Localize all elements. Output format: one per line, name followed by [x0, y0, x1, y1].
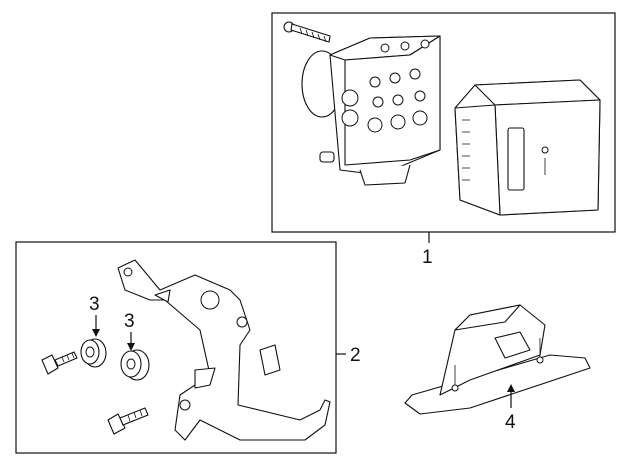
bracket-assembly-frame: [15, 241, 337, 454]
callout-1-label: 1: [422, 247, 433, 268]
callout-4-arrow: [507, 384, 515, 392]
callout-2-label: 2: [350, 345, 361, 366]
callout-3a-arrow: [92, 329, 100, 337]
callout-4-label: 4: [505, 412, 516, 433]
abs-assembly-frame: [271, 12, 616, 233]
callout-3a-label: 3: [89, 294, 100, 315]
hydraulic-modulator: [301, 35, 441, 186]
mounting-bracket: [117, 259, 331, 441]
yaw-sensor-bracket: [404, 304, 591, 415]
bracket-assembly-group: 2 3 3: [15, 241, 361, 454]
sensor-group: 4: [404, 304, 591, 433]
grommet-right: [120, 349, 150, 381]
abs-assembly-group: 1: [271, 12, 616, 268]
modulator-bolt: [283, 21, 331, 43]
callout-3b-arrow: [127, 343, 135, 351]
callout-3b-label: 3: [124, 311, 135, 332]
electronic-control-module: [454, 79, 601, 216]
bolt-left: [41, 351, 78, 375]
bolt-bottom: [107, 407, 149, 435]
grommet-left: [80, 338, 107, 368]
